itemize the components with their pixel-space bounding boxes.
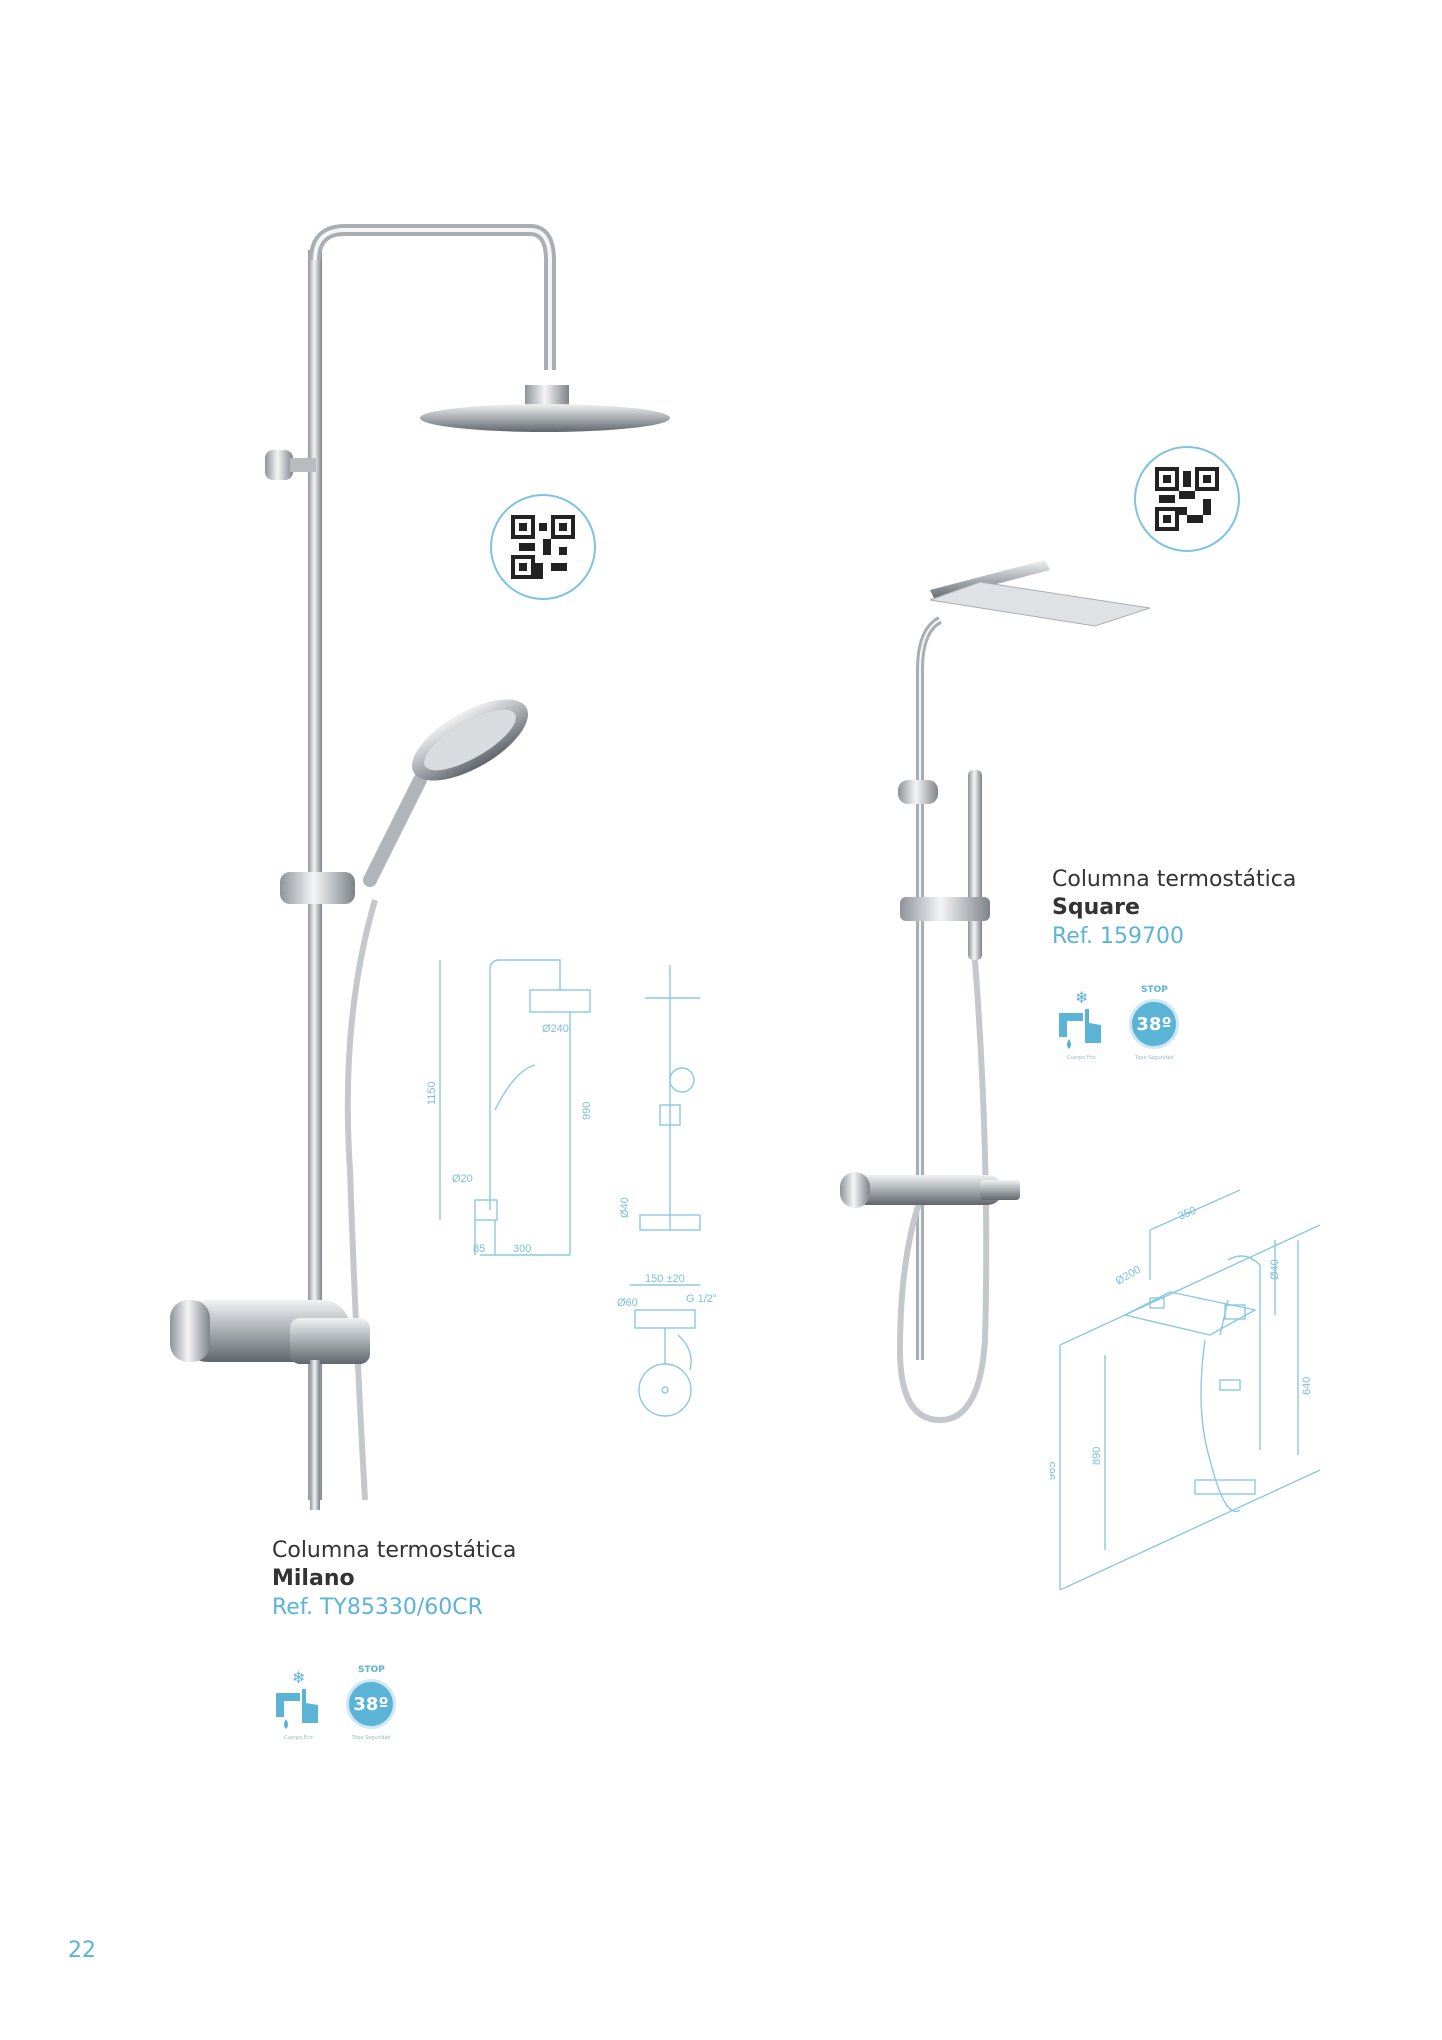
dim-label: 350 bbox=[1176, 1205, 1198, 1223]
square-dimension-labels: 350 Ø200 Ø40 640 965 890 bbox=[1050, 1205, 1313, 1480]
product-ref: Ref. TY85330/60CR bbox=[272, 1595, 483, 1620]
product-name: Milano bbox=[272, 1566, 355, 1591]
dim-label: 1150 bbox=[426, 1081, 438, 1105]
safety-stop-icon: STOP 38º bbox=[1127, 985, 1183, 1053]
product-ref: Ref. 159700 bbox=[1052, 924, 1184, 949]
square-feature-icons: ❄ Cuerpo Frío STOP 38º Tope Seguridad bbox=[1055, 985, 1195, 1065]
page-number: 22 bbox=[68, 1938, 96, 1963]
feature-caption: Tope Seguridad bbox=[1135, 1055, 1174, 1061]
snowflake-icon: ❄ bbox=[292, 1668, 305, 1687]
dim-label: 300 bbox=[513, 1243, 531, 1255]
product-name: Square bbox=[1052, 895, 1140, 920]
square-technical-drawing bbox=[1059, 1189, 1321, 1591]
temp-label: 38º bbox=[346, 1679, 396, 1729]
dim-label: 965 bbox=[1050, 1462, 1058, 1480]
feature-caption: Cuerpo Frío bbox=[1067, 1055, 1096, 1061]
dim-label: G 1/2" bbox=[686, 1293, 717, 1305]
dim-label: Ø240 bbox=[542, 1023, 569, 1035]
qr-code-icon[interactable] bbox=[490, 494, 596, 600]
milano-shower-image bbox=[170, 224, 670, 1510]
milano-dimension-labels: Ø240 1150 990 Ø20 85 300 Ø40 150 ±20 Ø60… bbox=[426, 1023, 717, 1309]
product-title: Columna termostática bbox=[1052, 867, 1297, 892]
product-title: Columna termostática bbox=[272, 1538, 517, 1563]
dim-label: Ø40 bbox=[1269, 1259, 1281, 1280]
dim-label: Ø20 bbox=[452, 1173, 473, 1185]
feature-caption: Tope Seguridad bbox=[352, 1735, 391, 1741]
stop-label: STOP bbox=[358, 1665, 385, 1675]
dim-label: 990 bbox=[581, 1102, 593, 1120]
milano-feature-icons: ❄ Cuerpo Frío STOP 38º Tope Seguridad bbox=[272, 1665, 412, 1745]
dim-label: Ø40 bbox=[619, 1197, 631, 1218]
feature-caption: Cuerpo Frío bbox=[284, 1735, 313, 1741]
milano-product-info: Columna termostática Milano Ref. TY85330… bbox=[272, 1537, 516, 1623]
qr-code-icon[interactable] bbox=[1134, 446, 1240, 552]
dim-label: 150 ±20 bbox=[645, 1273, 685, 1285]
temp-label: 38º bbox=[1129, 999, 1179, 1049]
dim-label: Ø200 bbox=[1114, 1264, 1143, 1288]
qr-pattern bbox=[511, 515, 575, 579]
cold-body-icon: ❄ bbox=[276, 1668, 318, 1729]
square-shower-image bbox=[840, 560, 1151, 1424]
safety-stop-icon: STOP 38º bbox=[344, 1665, 400, 1733]
square-product-info: Columna termostática Square Ref. 159700 bbox=[1052, 866, 1296, 952]
dim-label: Ø60 bbox=[617, 1297, 638, 1309]
milano-technical-drawing bbox=[439, 959, 701, 1417]
dim-label: 640 bbox=[1301, 1377, 1313, 1395]
stop-label: STOP bbox=[1141, 985, 1168, 995]
snowflake-icon: ❄ bbox=[1075, 988, 1088, 1007]
dim-label: 85 bbox=[473, 1243, 485, 1255]
qr-pattern bbox=[1155, 467, 1219, 531]
cold-body-icon: ❄ bbox=[1059, 988, 1101, 1049]
dim-label: 890 bbox=[1091, 1447, 1103, 1465]
